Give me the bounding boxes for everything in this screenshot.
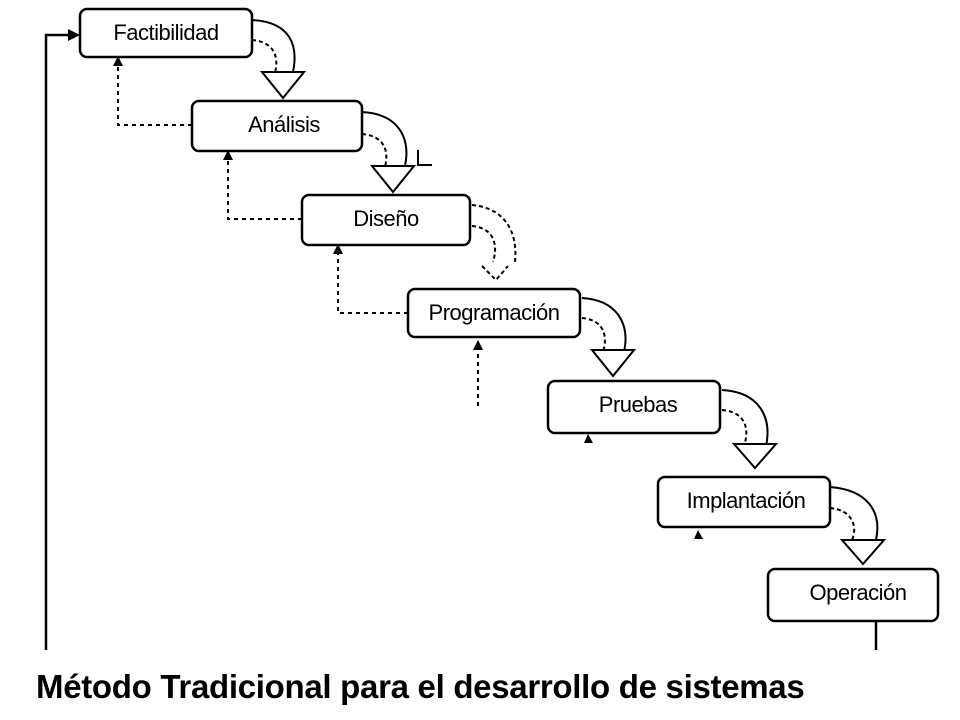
diagram-caption: Método Tradicional para el desarrollo de… [36,668,805,705]
return-diseno-to-analisis [227,156,302,220]
stage-implantacion: Implantación [656,475,832,529]
stage-pruebas-label: Pruebas [599,392,678,417]
stage-diseno-label: Diseño [353,206,419,231]
stage-implantacion-label: Implantación [687,488,806,513]
return-programacion-to-diseno [337,250,408,314]
stage-programacion: Programación [406,287,582,339]
return-tick-pruebas [584,434,593,443]
forward-arrow-factibilidad-analisis [251,19,307,100]
forward-arrow-pruebas-implantacion [721,389,779,470]
forward-arrow-diseno-programacion [471,204,517,282]
stage-operacion-label: Operación [809,580,906,605]
stage-factibilidad-label: Factibilidad [113,20,218,45]
forward-arrow-implantacion-operacion [829,486,887,566]
feedback-loop-arrowhead [68,29,80,41]
return-arrowhead-analisis [223,150,233,160]
stage-analisis-label: Análisis [248,112,320,137]
feedback-loop-line [44,33,76,650]
return-arrowhead-programacion [473,340,483,350]
forward-arrow-programacion-pruebas [581,297,637,378]
stage-factibilidad: Factibilidad [78,7,254,59]
return-analisis-to-factibilidad [117,62,192,126]
return-arrowhead-factibilidad [113,56,123,66]
return-tick-implantacion [694,530,703,539]
forward-arrow-analisis-diseno [361,111,432,194]
stage-analisis: Análisis [190,99,364,153]
stage-programacion-label: Programación [429,300,560,325]
stage-diseno: Diseño [300,193,472,247]
return-arrowhead-diseno [333,244,343,254]
stage-operacion: Operación [766,567,940,623]
stage-pruebas: Pruebas [546,379,722,435]
